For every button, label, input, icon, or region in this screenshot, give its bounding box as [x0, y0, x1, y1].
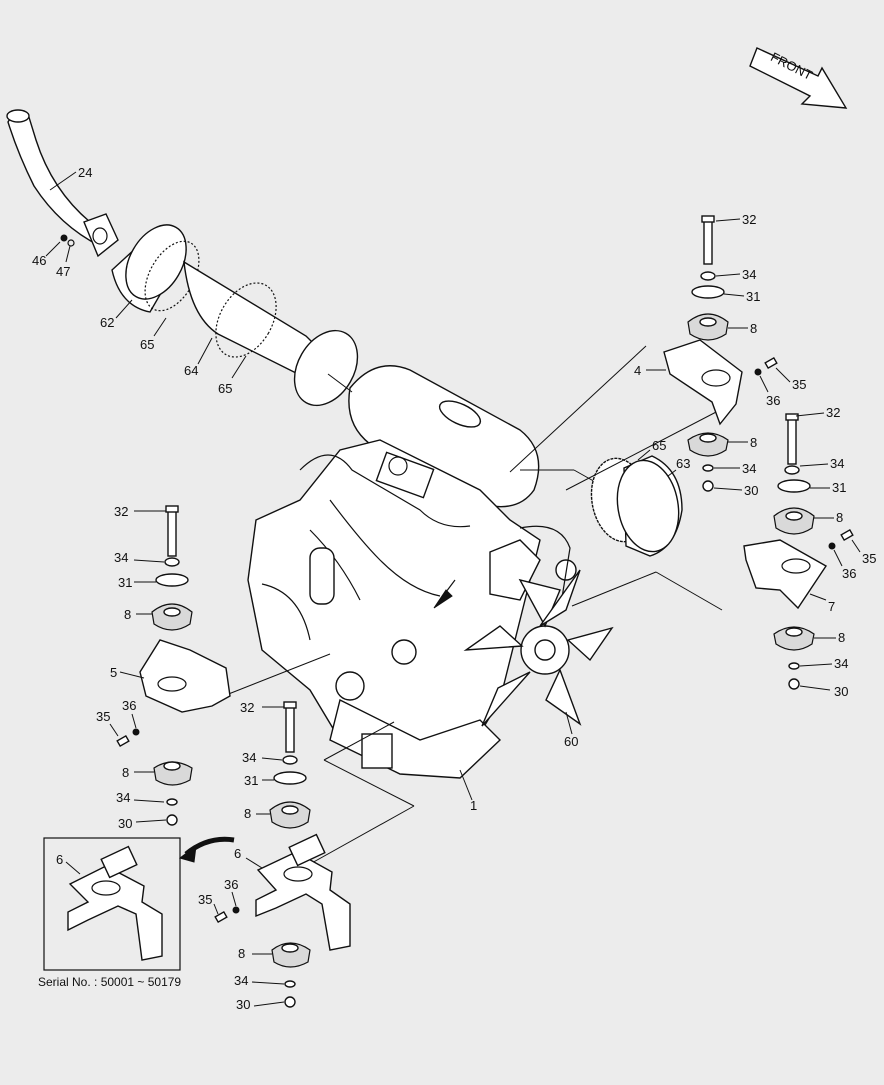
callout-30-left: 30	[118, 816, 132, 831]
callout-47: 47	[56, 264, 70, 279]
callout-34-right-mid: 34	[742, 461, 756, 476]
cooling-fan	[463, 569, 614, 727]
callout-34-right: 34	[742, 267, 756, 282]
callout-7: 7	[828, 599, 835, 614]
callout-46: 46	[32, 253, 46, 268]
callout-4: 4	[634, 363, 641, 378]
callout-8-far-right-top: 8	[836, 510, 843, 525]
mount-front-left	[116, 505, 231, 826]
callout-8-far-right-bot: 8	[838, 630, 845, 645]
callout-35-left: 35	[96, 709, 110, 724]
callout-35-center: 35	[198, 892, 212, 907]
callout-34-far-right: 34	[830, 456, 844, 471]
callout-6: 6	[234, 846, 241, 861]
callout-32-center: 32	[240, 700, 254, 715]
callout-31-left: 31	[118, 575, 132, 590]
engine-block	[247, 439, 577, 779]
inset-serial-label: Serial No. : 50001 ~ 50179	[38, 975, 181, 989]
callout-31-center: 31	[244, 773, 258, 788]
callout-32-right: 32	[742, 212, 756, 227]
callout-36-far-right: 36	[842, 566, 856, 581]
mount-rear-right	[743, 413, 854, 690]
silencer	[327, 365, 540, 508]
callout-34-left-bot: 34	[116, 790, 130, 805]
callout-63: 63	[676, 456, 690, 471]
callout-1: 1	[470, 798, 477, 813]
front-arrow: FRONT	[749, 47, 848, 109]
callout-34-center: 34	[242, 750, 256, 765]
callout-8-center-top: 8	[244, 806, 251, 821]
callout-35-far-right: 35	[862, 551, 876, 566]
callout-32-far-right: 32	[826, 405, 840, 420]
callout-31-right: 31	[746, 289, 760, 304]
callout-24: 24	[78, 165, 92, 180]
callout-32-left: 32	[114, 504, 128, 519]
callout-8-center-bot: 8	[238, 946, 245, 961]
callout-34-left: 34	[114, 550, 128, 565]
callout-8-left-mid: 8	[122, 765, 129, 780]
callout-31-far-right: 31	[832, 480, 846, 495]
callout-36-right: 36	[766, 393, 780, 408]
callout-36-left: 36	[122, 698, 136, 713]
callout-35-right: 35	[792, 377, 806, 392]
callout-8-left-top: 8	[124, 607, 131, 622]
callout-34-far-right-bot: 34	[834, 656, 848, 671]
callout-60: 60	[564, 734, 578, 749]
callout-8-right-mid: 8	[750, 435, 757, 450]
mount-front-right	[663, 215, 778, 492]
callout-30-far-right: 30	[834, 684, 848, 699]
callout-62: 62	[100, 315, 114, 330]
callout-64: 64	[184, 363, 198, 378]
air-cleaner-cap	[590, 455, 683, 557]
callout-8-right-top: 8	[750, 321, 757, 336]
mount-rear-left	[214, 701, 351, 1008]
callout-65-right: 65	[652, 438, 666, 453]
callout-30-center: 30	[236, 997, 250, 1012]
callout-65-mid: 65	[218, 381, 232, 396]
callout-30-right: 30	[744, 483, 758, 498]
callout-5: 5	[110, 665, 117, 680]
inset-callout-6: 6	[56, 852, 63, 867]
callout-65-left: 65	[140, 337, 154, 352]
serial-inset: 6 Serial No. : 50001 ~ 50179	[38, 837, 181, 989]
callout-36-center: 36	[224, 877, 238, 892]
muffler-assembly	[111, 224, 359, 407]
callout-34-center-bot: 34	[234, 973, 248, 988]
exhaust-pipe	[6, 109, 119, 258]
